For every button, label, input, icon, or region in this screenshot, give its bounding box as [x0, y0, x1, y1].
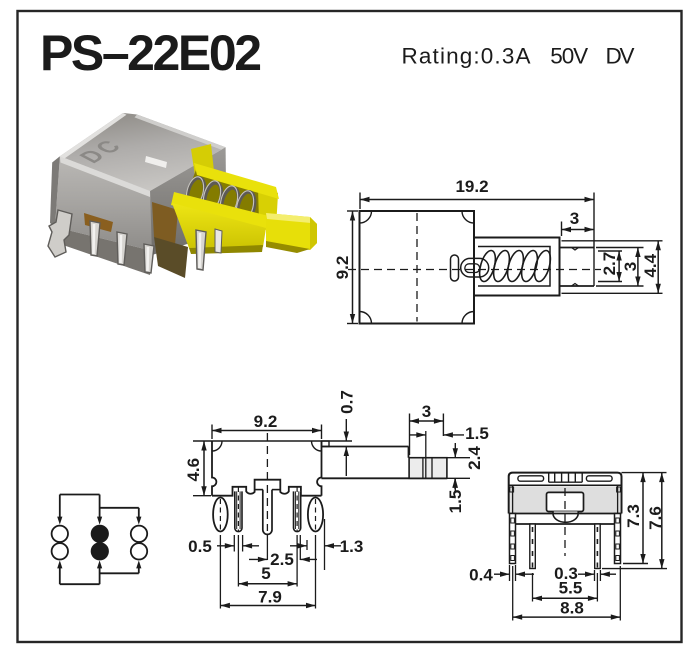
- svg-text:0.5: 0.5: [188, 537, 212, 556]
- svg-text:3: 3: [570, 209, 579, 228]
- svg-text:8.8: 8.8: [560, 599, 584, 618]
- svg-text:4.4: 4.4: [641, 253, 660, 277]
- svg-text:19.2: 19.2: [455, 177, 488, 196]
- svg-text:3: 3: [621, 262, 640, 271]
- svg-text:5.5: 5.5: [559, 579, 583, 598]
- svg-text:1.3: 1.3: [340, 537, 364, 556]
- svg-text:1.5: 1.5: [446, 490, 465, 514]
- svg-text:0.7: 0.7: [338, 390, 357, 414]
- svg-text:9.2: 9.2: [333, 256, 352, 280]
- svg-text:0.3: 0.3: [554, 564, 578, 583]
- svg-text:DV: DV: [606, 44, 635, 69]
- svg-text:2.7: 2.7: [600, 252, 619, 276]
- svg-text:7.3: 7.3: [624, 504, 643, 528]
- svg-text:4.6: 4.6: [184, 458, 203, 482]
- svg-text:3: 3: [422, 402, 431, 421]
- svg-text:2.4: 2.4: [465, 446, 484, 470]
- svg-text:2.5: 2.5: [270, 550, 294, 569]
- svg-text:Rating:0.3A: Rating:0.3A: [402, 44, 531, 69]
- svg-text:50V: 50V: [550, 44, 588, 69]
- svg-text:PS–22E02: PS–22E02: [40, 25, 262, 81]
- svg-text:9.2: 9.2: [254, 412, 278, 431]
- svg-text:1.5: 1.5: [465, 424, 489, 443]
- svg-text:7.9: 7.9: [258, 588, 282, 607]
- svg-text:7.6: 7.6: [646, 506, 665, 530]
- svg-text:0.4: 0.4: [469, 566, 493, 585]
- svg-text:5: 5: [261, 564, 270, 583]
